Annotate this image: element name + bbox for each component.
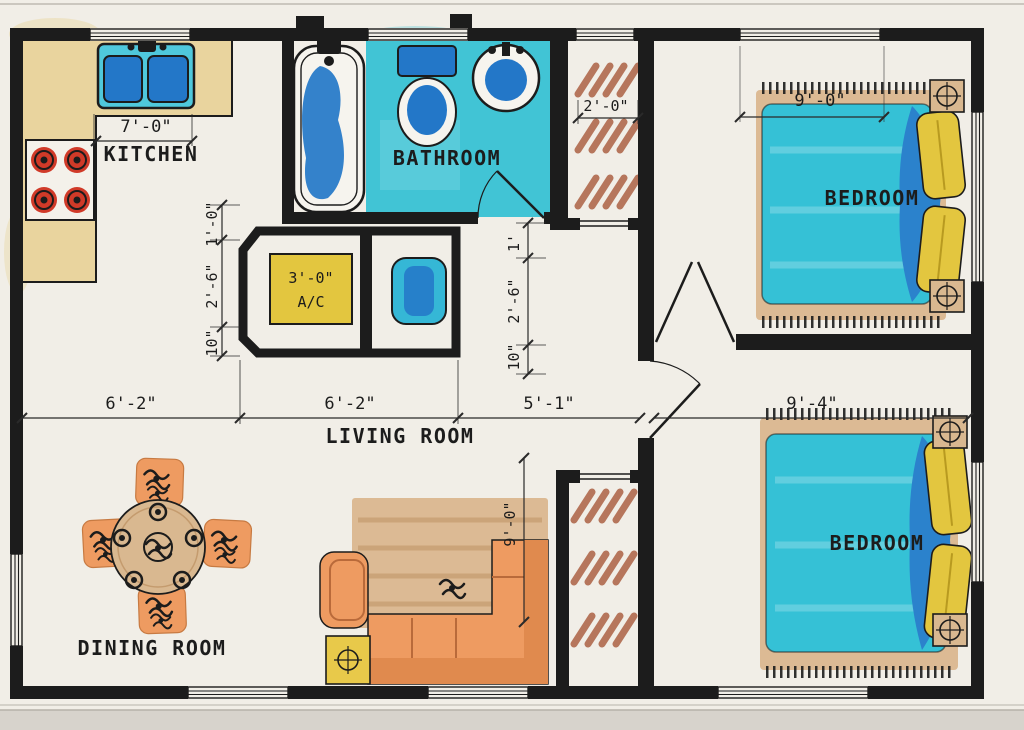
- label-bedroom-bottom: BEDROOM: [830, 531, 925, 555]
- window-right-bedroom-top: [971, 111, 984, 283]
- armchair: [319, 551, 369, 629]
- label-bedroom-top: BEDROOM: [825, 186, 920, 210]
- dim-hall-span: 5'-1": [523, 394, 574, 414]
- toilet: [397, 45, 457, 147]
- window-closet: [575, 28, 635, 41]
- dim-ac-width: 3'-0": [288, 269, 333, 287]
- sofa-back: [368, 658, 548, 684]
- dim-hall-closet: 2'-0": [583, 97, 628, 115]
- wall-bathroom-left: [282, 41, 294, 217]
- dim-left-b: 2'-6": [203, 263, 221, 308]
- wall-closet-bottom: [628, 218, 640, 230]
- window-kitchen: [89, 28, 191, 41]
- ac-closet-divider: [360, 231, 372, 353]
- ac-closet: [238, 226, 461, 358]
- mattress-texture: [770, 146, 920, 269]
- place-setting-dots: [119, 509, 197, 583]
- label-dining-room: DINING ROOM: [78, 636, 227, 660]
- wall-bathroom-closet: [550, 41, 568, 230]
- water-heater: [391, 257, 447, 325]
- plumbing-stub: [450, 14, 472, 30]
- side-table: [325, 635, 371, 685]
- dining-chair: [202, 518, 253, 569]
- label-kitchen: KITCHEN: [104, 142, 199, 166]
- window-bottom-bedroom: [717, 686, 869, 699]
- ceiling-fixture-icon: [930, 80, 964, 112]
- pillow: [916, 205, 966, 295]
- windows: [10, 28, 984, 699]
- labels: 7'-0" KITCHEN BATHROOM 2'-0" 9'-0" BEDRO…: [78, 91, 925, 660]
- bathroom-area: [292, 34, 552, 217]
- dimension-lines: [16, 46, 974, 628]
- kitchen-sink: [96, 38, 196, 110]
- window-left-dining: [10, 553, 23, 647]
- bathtub: [292, 34, 366, 214]
- tub-water: [302, 66, 344, 200]
- counter-edge: [23, 41, 233, 283]
- bedroom-bottom-area: [760, 408, 973, 678]
- dim-living-span-a: 6'-2": [105, 394, 156, 414]
- wall-bedroom-bottom-left: [638, 438, 654, 686]
- bathroom-door: [477, 170, 545, 219]
- ac-unit: [269, 253, 353, 325]
- dim-right-c: 10": [505, 343, 523, 370]
- pillow: [916, 110, 966, 200]
- place-settings: [112, 502, 204, 590]
- wall-bathroom-bottom: [282, 212, 478, 224]
- sofa: [367, 539, 549, 685]
- mattress-texture: [775, 476, 935, 612]
- dim-living-span-b: 6'-2": [324, 394, 375, 414]
- wall-closet-bottom: [566, 218, 580, 230]
- wall-closet2-top: [556, 470, 580, 483]
- dim-left-a: 1'-0": [203, 201, 221, 246]
- window-right-bedroom-bottom: [971, 461, 984, 583]
- window-bottom-living: [427, 686, 529, 699]
- wall-between-bedrooms: [736, 334, 972, 350]
- wall-left: [10, 28, 23, 699]
- sofa-back: [524, 540, 548, 684]
- ceiling-fixture-icon: [930, 280, 964, 312]
- wall-bedroom-bottom-left: [638, 351, 654, 361]
- window-bathroom: [367, 28, 469, 41]
- doors: [477, 170, 736, 439]
- wall-closet2-left: [556, 470, 569, 686]
- stove: [25, 139, 95, 221]
- plumbing-stub: [296, 16, 324, 30]
- dining-room-area: [81, 457, 253, 635]
- bedroom-top-area: [756, 80, 966, 328]
- bedroom-top-double-door: [654, 261, 736, 343]
- living-room-area: [319, 498, 549, 685]
- window-bedroom-top: [739, 28, 881, 41]
- dim-right-a: 1': [505, 234, 523, 252]
- dim-bedroom-top: 9'-0": [794, 91, 845, 111]
- kitchen-area: [23, 38, 233, 283]
- dim-living-depth: 9'-0": [501, 501, 519, 546]
- stove-burners: [31, 147, 90, 213]
- label-ac-unit: A/C: [297, 293, 324, 311]
- faucet-icon: [138, 38, 156, 52]
- bifold-doors: [580, 220, 630, 480]
- dim-bedroom-bottom: 9'-4": [786, 394, 837, 414]
- wall-bedroom-top-left: [638, 41, 654, 351]
- label-living-room: LIVING ROOM: [326, 424, 475, 448]
- ceiling-fixture-icon: [933, 416, 967, 448]
- dim-left-c: 10": [203, 329, 221, 356]
- dim-kitchen-window: 7'-0": [120, 117, 171, 137]
- pillow: [923, 438, 973, 536]
- ceiling-fixture-icon: [933, 614, 967, 646]
- dim-right-b: 2'-6": [505, 278, 523, 323]
- wall-closet2-top: [630, 470, 638, 483]
- sink-faucet-icon: [502, 42, 510, 56]
- dining-table: [110, 499, 206, 595]
- bathroom-sink: [471, 42, 541, 113]
- label-bathroom: BATHROOM: [393, 146, 501, 170]
- window-bottom-dining: [187, 686, 289, 699]
- desk-strip: [0, 710, 1024, 730]
- bedroom-bottom-door: [649, 360, 701, 439]
